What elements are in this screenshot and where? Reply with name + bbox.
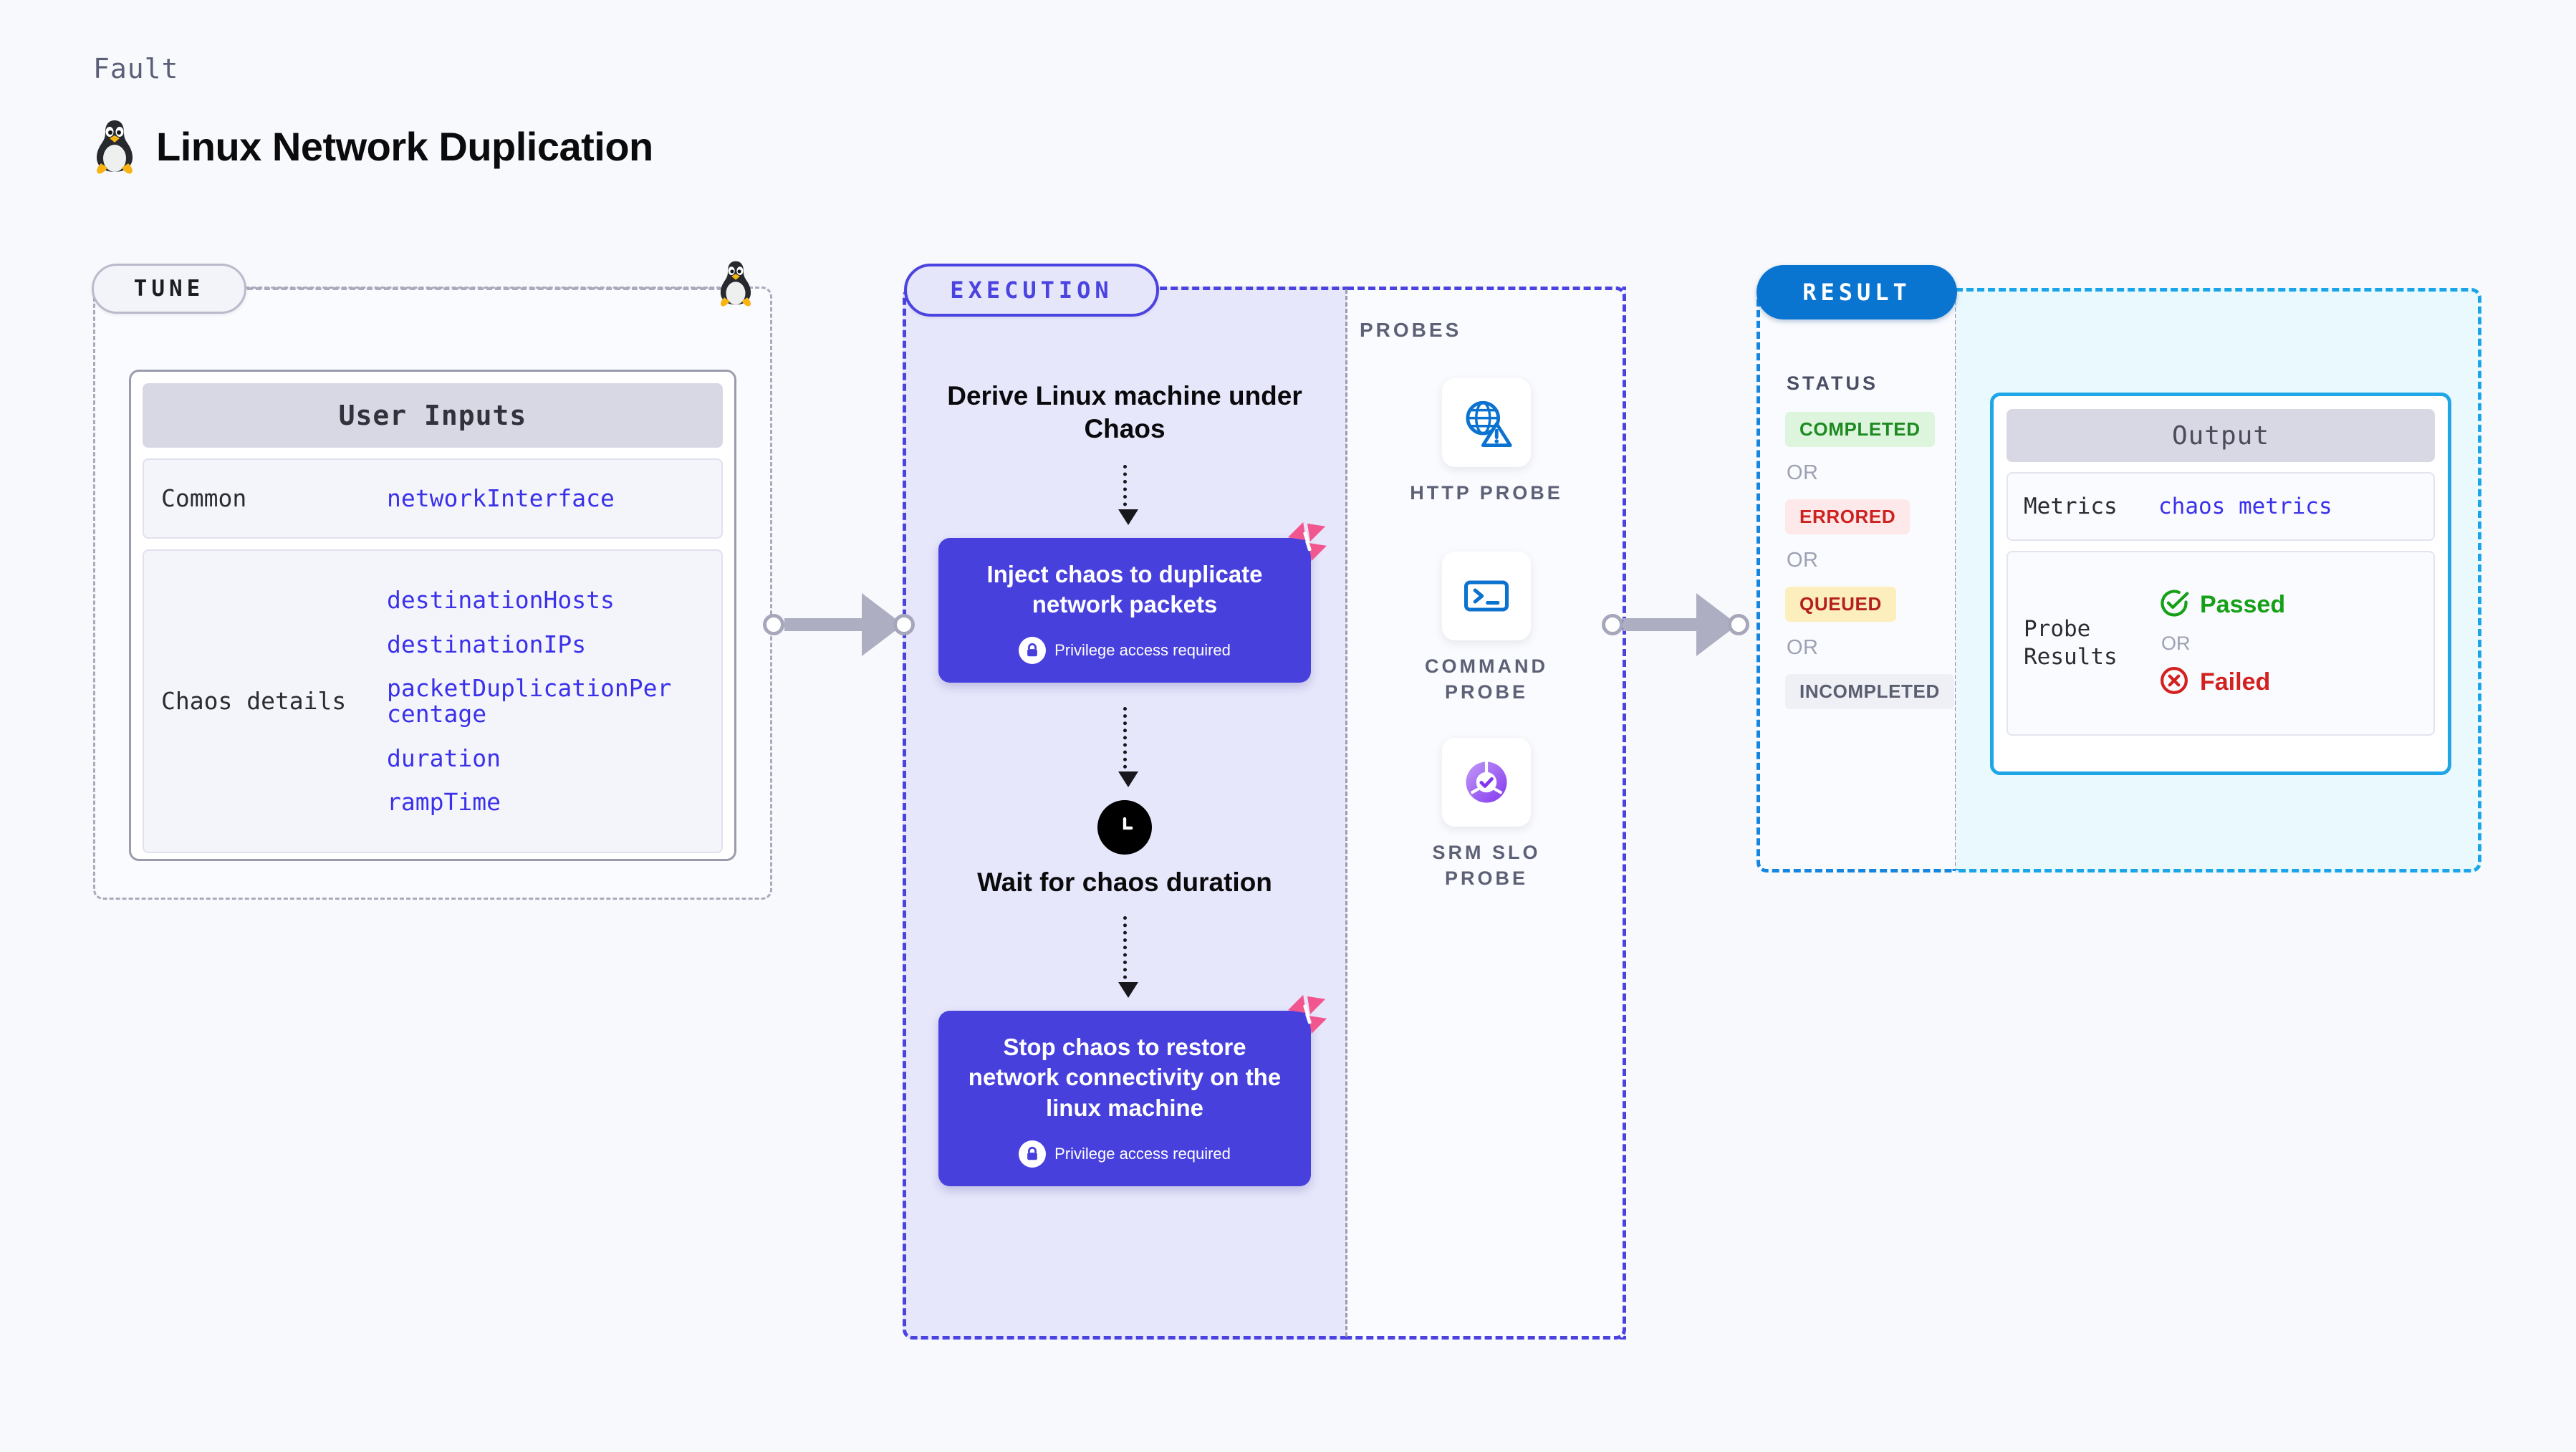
privilege-row: Privilege access required bbox=[957, 636, 1292, 664]
flow-step-wait: Wait for chaos duration bbox=[938, 799, 1311, 899]
result-section-pill[interactable]: RESULT bbox=[1756, 265, 1957, 319]
execution-section-pill[interactable]: EXECUTION bbox=[904, 264, 1159, 317]
probe-result-failed: Failed bbox=[2158, 665, 2285, 700]
connector-end-dot bbox=[1728, 614, 1749, 635]
user-inputs-card-title: User Inputs bbox=[143, 383, 723, 448]
probe-results-values: Passed OR Failed bbox=[2158, 587, 2285, 700]
tune-edge-linux-tux-icon bbox=[716, 259, 755, 307]
tune-row-chaos-details: Chaos details destinationHosts destinati… bbox=[143, 549, 723, 853]
probes-label: PROBES bbox=[1360, 319, 1462, 341]
page-title-row: Linux Network Duplication bbox=[92, 118, 653, 174]
clock-icon bbox=[1097, 799, 1152, 855]
tune-value[interactable]: rampTime bbox=[387, 788, 501, 817]
tune-value[interactable]: destinationIPs bbox=[387, 630, 587, 658]
probe-item-srm-slo[interactable]: SRM SLO PROBE bbox=[1393, 738, 1580, 892]
chaos-card-text: Stop chaos to restore network connectivi… bbox=[968, 1034, 1282, 1121]
probe-caption: COMMAND PROBE bbox=[1425, 655, 1548, 703]
tune-row-key: Common bbox=[161, 484, 247, 513]
or-separator: OR bbox=[1787, 461, 1819, 484]
tune-value[interactable]: networkInterface bbox=[387, 484, 615, 513]
connector-start-dot bbox=[763, 614, 784, 635]
chaos-card-stop[interactable]: Stop chaos to restore network connectivi… bbox=[938, 995, 1327, 1186]
tune-row-common: Common networkInterface bbox=[143, 458, 723, 539]
tune-value[interactable]: packetDuplicationPercentage bbox=[387, 674, 672, 728]
tune-dashed-connector bbox=[247, 287, 749, 290]
harness-logo-icon bbox=[1287, 995, 1327, 1034]
probe-caption: SRM SLO PROBE bbox=[1432, 842, 1541, 890]
page-title: Linux Network Duplication bbox=[156, 123, 653, 169]
x-circle-icon bbox=[2158, 665, 2190, 700]
output-card-title: Output bbox=[2007, 409, 2435, 462]
chaos-card-text: Inject chaos to duplicate network packet… bbox=[986, 560, 1263, 617]
connector-tune-to-execution bbox=[763, 593, 915, 656]
flow-arrow-down bbox=[1118, 706, 1138, 787]
probe-result-label: Failed bbox=[2200, 668, 2271, 696]
flow-step-derive-title: Derive Linux machine under Chaos bbox=[947, 381, 1302, 444]
lock-icon bbox=[1019, 1140, 1047, 1168]
execution-flow: Derive Linux machine under Chaos Inject … bbox=[938, 380, 1327, 1186]
tune-value[interactable]: destinationHosts bbox=[387, 586, 615, 615]
command-probe-icon bbox=[1442, 552, 1531, 640]
output-row-metrics: Metrics chaos metrics bbox=[2007, 472, 2435, 541]
flow-arrow-down bbox=[1118, 916, 1138, 999]
tune-section-pill[interactable]: TUNE bbox=[92, 264, 246, 314]
harness-logo-icon bbox=[1287, 521, 1327, 561]
privilege-text: Privilege access required bbox=[1054, 640, 1231, 659]
status-badge-stack: COMPLETED OR ERRORED OR QUEUED OR INCOMP… bbox=[1785, 412, 1954, 709]
linux-tux-icon bbox=[92, 118, 138, 174]
tune-row-key: Chaos details bbox=[161, 687, 347, 716]
lock-icon bbox=[1019, 636, 1047, 664]
privilege-row: Privilege access required bbox=[957, 1140, 1292, 1168]
or-separator: OR bbox=[1787, 549, 1819, 572]
output-card: Output Metrics chaos metrics Probe Resul… bbox=[1990, 393, 2451, 775]
probe-item-http[interactable]: HTTP PROBE bbox=[1393, 378, 1580, 506]
probe-item-command[interactable]: COMMAND PROBE bbox=[1393, 552, 1580, 706]
execution-probes-divider bbox=[1345, 289, 1347, 1337]
status-badge: QUEUED bbox=[1785, 587, 1896, 622]
or-separator: OR bbox=[1787, 636, 1819, 659]
flow-step-wait-title: Wait for chaos duration bbox=[977, 867, 1272, 897]
page-kicker: Fault bbox=[93, 53, 179, 85]
output-row-probe-results: Probe Results Passed OR bbox=[2007, 551, 2435, 736]
connector-shaft bbox=[1623, 618, 1698, 631]
probe-caption: HTTP PROBE bbox=[1410, 482, 1563, 504]
status-label: STATUS bbox=[1787, 372, 1878, 394]
chaos-card-inject[interactable]: Inject chaos to duplicate network packet… bbox=[938, 521, 1327, 683]
status-badge: COMPLETED bbox=[1785, 412, 1935, 447]
flow-arrow-down bbox=[1118, 464, 1138, 525]
status-badge: ERRORED bbox=[1785, 499, 1911, 534]
privilege-text: Privilege access required bbox=[1054, 1144, 1231, 1163]
connector-shaft bbox=[784, 618, 863, 631]
srm-slo-probe-icon bbox=[1442, 738, 1531, 827]
probe-result-passed: Passed bbox=[2158, 587, 2285, 622]
probe-result-label: Passed bbox=[2200, 590, 2286, 618]
connector-execution-to-result bbox=[1602, 593, 1749, 656]
tune-row-values: networkInterface bbox=[387, 486, 615, 511]
user-inputs-card: User Inputs Common networkInterface Chao… bbox=[129, 370, 736, 861]
status-badge: INCOMPLETED bbox=[1785, 674, 1954, 709]
output-row-value[interactable]: chaos metrics bbox=[2158, 494, 2332, 519]
output-row-key: Probe Results bbox=[2024, 616, 2118, 670]
or-separator: OR bbox=[2161, 632, 2191, 654]
check-circle-icon bbox=[2158, 587, 2190, 622]
connector-start-dot bbox=[1602, 614, 1623, 635]
tune-value[interactable]: duration bbox=[387, 744, 501, 772]
tune-row-values: destinationHosts destinationIPs packetDu… bbox=[387, 587, 673, 815]
output-row-key: Metrics bbox=[2024, 493, 2118, 519]
http-probe-icon bbox=[1442, 378, 1531, 467]
connector-end-dot bbox=[893, 614, 915, 635]
